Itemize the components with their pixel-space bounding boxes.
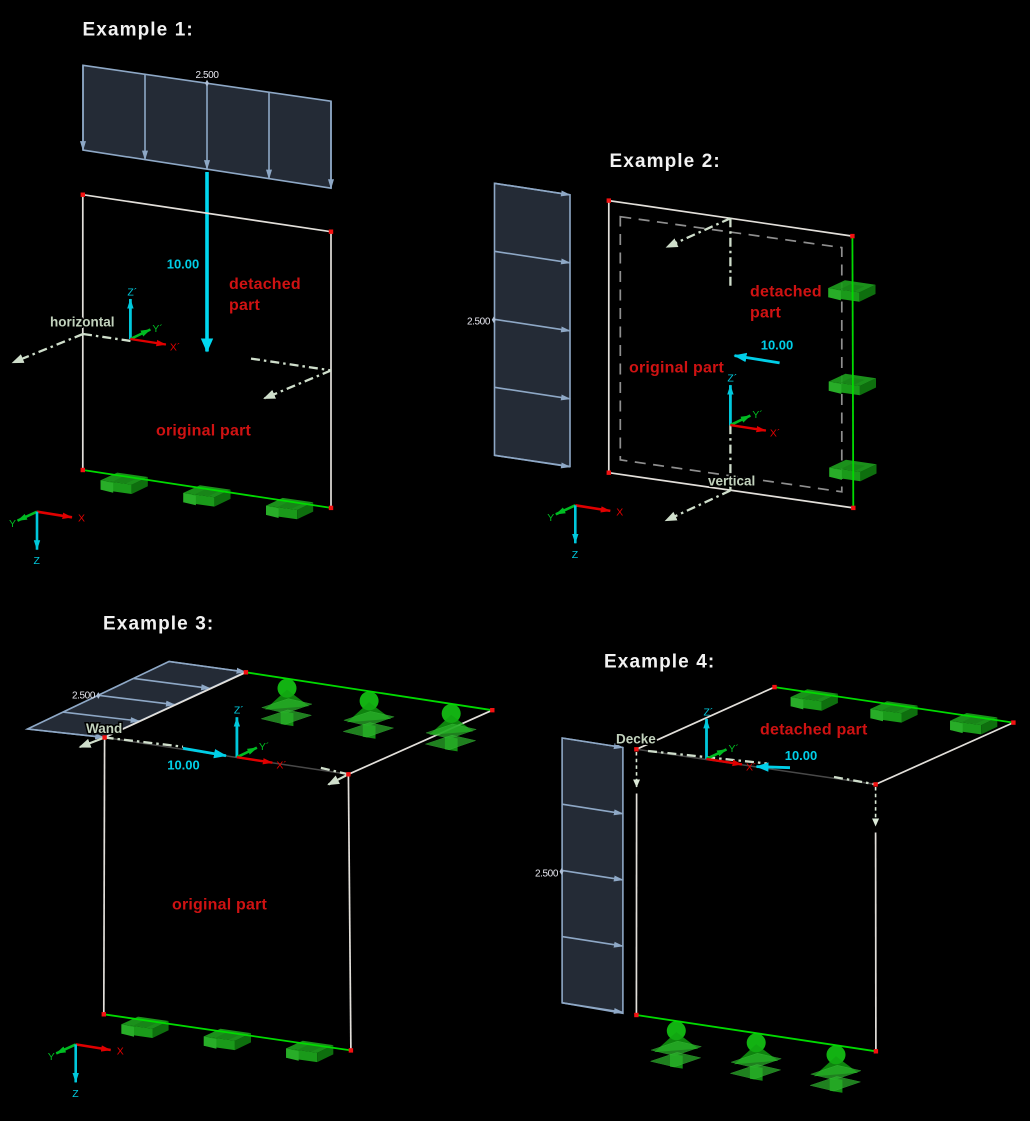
svg-text:detached part: detached part	[760, 722, 868, 739]
svg-text:Example 4:: Example 4:	[604, 652, 715, 673]
svg-text:Wand: Wand	[86, 721, 122, 736]
svg-text:2.500: 2.500	[195, 70, 219, 81]
svg-text:2.500: 2.500	[72, 691, 96, 702]
svg-text:Example 1:: Example 1:	[83, 20, 194, 41]
svg-text:part: part	[229, 297, 260, 314]
svg-text:Example 3:: Example 3:	[103, 614, 214, 635]
svg-text:Example 2:: Example 2:	[610, 151, 721, 172]
svg-text:10.00: 10.00	[167, 758, 200, 773]
svg-text:detached: detached	[229, 276, 301, 293]
svg-text:2.500: 2.500	[467, 317, 491, 328]
svg-text:Decke: Decke	[616, 732, 656, 747]
svg-text:10.00: 10.00	[761, 338, 794, 353]
svg-text:2.500: 2.500	[535, 869, 559, 880]
svg-text:10.00: 10.00	[785, 748, 818, 763]
svg-text:original part: original part	[156, 423, 252, 440]
svg-text:detached: detached	[750, 284, 822, 301]
svg-text:horizontal: horizontal	[50, 315, 115, 330]
svg-text:10.00: 10.00	[167, 257, 200, 272]
svg-text:part: part	[750, 305, 781, 322]
svg-text:original part: original part	[629, 360, 725, 377]
svg-text:vertical: vertical	[708, 474, 755, 489]
svg-text:original part: original part	[172, 897, 268, 914]
